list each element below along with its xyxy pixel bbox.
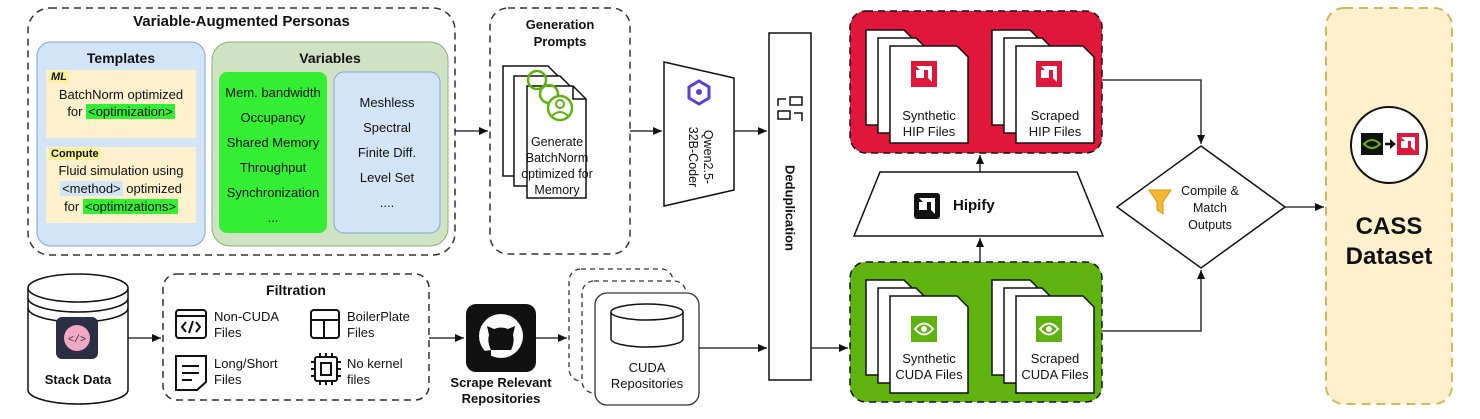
variable-item: Occupancy bbox=[240, 110, 306, 125]
variable-item: Meshless bbox=[359, 95, 415, 110]
dataset-panel bbox=[1325, 7, 1453, 405]
cuda-to-hip-logo-icon bbox=[1350, 106, 1428, 184]
stack-logo-icon: </> bbox=[56, 317, 98, 359]
stack-data-label: Stack Data bbox=[44, 372, 112, 387]
amd-icon bbox=[911, 61, 1062, 87]
variable-item: Throughput bbox=[239, 160, 307, 175]
cuda-scraped-docs bbox=[991, 279, 1095, 394]
method-variables bbox=[333, 71, 441, 234]
hipify-label: Hipify bbox=[953, 197, 995, 214]
compile-diamond bbox=[1115, 145, 1287, 269]
cuda-scraped-label: Scraped CUDA Files bbox=[1021, 351, 1089, 382]
compute-tag: Compute bbox=[49, 148, 101, 160]
ml-template-text: BatchNorm optimized for <optimization> bbox=[58, 87, 184, 119]
optimization-variables bbox=[219, 72, 327, 233]
prompt-document-text: Generate BatchNorm optimized for Memory bbox=[521, 135, 593, 197]
funnel-icon bbox=[1148, 189, 1172, 215]
dedup-column bbox=[768, 32, 812, 381]
dedup-label: Deduplication bbox=[782, 165, 798, 251]
code-window-icon bbox=[175, 309, 207, 339]
nvidia-icon bbox=[911, 316, 1062, 342]
chip-icon bbox=[311, 353, 341, 385]
github-icon bbox=[466, 304, 536, 372]
variables-title: Variables bbox=[299, 50, 361, 66]
hipify-shape bbox=[852, 171, 1105, 237]
layout-icon bbox=[310, 309, 340, 339]
dataset-title: CASS Dataset bbox=[1345, 213, 1433, 270]
repo-database-icon bbox=[610, 303, 684, 348]
personas-title: Variable-Augmented Personas bbox=[133, 13, 350, 30]
variable-item: Spectral bbox=[363, 120, 411, 135]
hip-synthetic-label: Synthetic HIP Files bbox=[902, 108, 956, 139]
cuda-synthetic-docs bbox=[865, 279, 969, 394]
svg-text:</>: </> bbox=[68, 334, 86, 346]
cuda-synthetic-label: Synthetic CUDA Files bbox=[895, 351, 963, 382]
method-variable-list: Meshless Spectral Finite Diff. Level Set… bbox=[334, 90, 440, 215]
qwen-model-label: Qwen2.5- 32B-Coder bbox=[686, 126, 715, 188]
document-text-icon bbox=[175, 355, 207, 391]
prompts-title: Generation Prompts bbox=[525, 17, 595, 49]
scrape-label: Scrape Relevant Repositories bbox=[450, 375, 552, 406]
variable-item: Level Set bbox=[359, 170, 415, 185]
prompt-documents bbox=[502, 65, 587, 199]
hip-scraped-docs bbox=[991, 29, 1095, 144]
variable-item: Shared Memory bbox=[226, 135, 320, 150]
cuda-repos-label: CUDA Repositories bbox=[610, 360, 684, 391]
variable-item: Synchronization bbox=[226, 185, 320, 200]
hip-synthetic-docs bbox=[865, 29, 969, 144]
qwen-model-shape bbox=[663, 61, 735, 207]
compile-label: Compile & Match Outputs bbox=[1181, 184, 1239, 232]
dedup-icon bbox=[777, 96, 803, 121]
prompts-box bbox=[489, 7, 631, 255]
variable-item: ... bbox=[267, 210, 279, 225]
compute-template-text: Fluid simulation using <method> optimize… bbox=[58, 163, 184, 214]
ml-tag: ML bbox=[49, 71, 69, 83]
hipify-amd-icon bbox=[914, 193, 940, 219]
variable-item: Mem. bandwidth bbox=[225, 85, 321, 100]
variable-item: Finite Diff. bbox=[357, 145, 417, 160]
connectors bbox=[128, 79, 1324, 352]
optimization-variable-list: Mem. bandwidth Occupancy Shared Memory T… bbox=[219, 80, 327, 230]
filtration-box bbox=[162, 273, 430, 401]
filtration-title: Filtration bbox=[266, 282, 326, 298]
templates-title: Templates bbox=[86, 50, 156, 66]
hip-scraped-label: Scraped HIP Files bbox=[1028, 108, 1082, 139]
variable-item: .... bbox=[379, 195, 395, 210]
qwen-logo-icon bbox=[687, 79, 711, 106]
